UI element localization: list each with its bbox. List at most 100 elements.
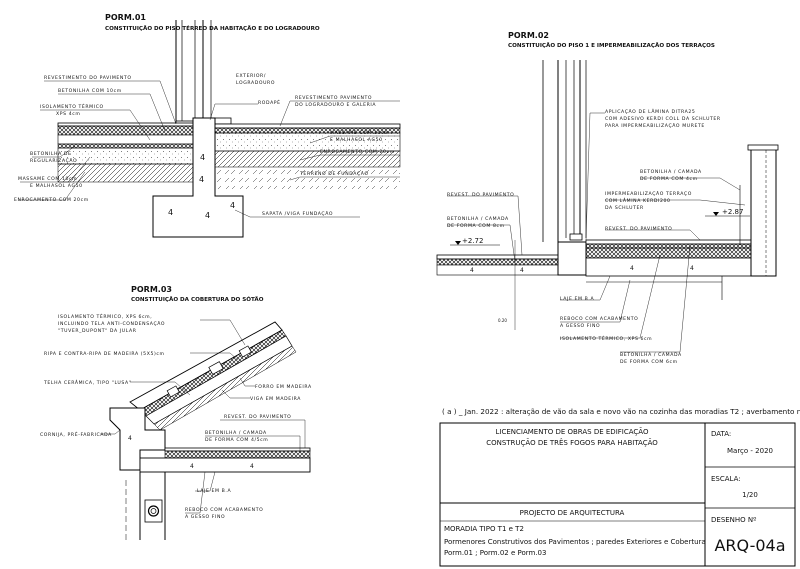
- porm02-beam: [557, 241, 587, 276]
- porm02-label: IMPERMEABILIZAÇÃO TERRAÇO: [605, 190, 692, 197]
- porm03-label: "TUVER_DUPONT" DA JULAR: [58, 328, 137, 334]
- porm02-level-right: +2.87: [722, 208, 743, 216]
- porm02-title: PORM.02: [508, 31, 549, 40]
- porm02-parapet: [739, 144, 779, 277]
- porm02-label: DE FORMA COM 6cm: [620, 359, 678, 365]
- porm02-label: ISOLAMENTO TÉRMICO, XPS 6cm: [560, 334, 652, 342]
- licensing-title: LICENCIAMENTO DE OBRAS DE EDIFICAÇÃO: [496, 427, 649, 436]
- porm02-dimension: 0.20: [498, 318, 507, 323]
- porm03-label: DE FORMA COM 4/5cm: [205, 437, 268, 443]
- porm02-interior-slab: 4 4: [436, 254, 561, 276]
- porm01-exterior-label-1: EXTERIOR/: [236, 73, 266, 79]
- porm03-label: VIGA EM MADEIRA: [250, 396, 301, 402]
- porm01-interior-floor: [57, 122, 204, 183]
- porm01-label: REVESTIMENTO PAVIMENTO: [295, 95, 372, 101]
- porm01-wall: [175, 20, 212, 126]
- porm03-cornice: 4: [109, 407, 166, 471]
- porm02-label: REBOCO COM ACABAMENTO: [560, 316, 638, 322]
- svg-text:4: 4: [200, 153, 205, 162]
- porm03-label: ISOLAMENTO TÉRMICO, XPS 6cm,: [58, 312, 152, 320]
- porm01-label: RODAPÉ: [258, 98, 281, 106]
- porm02-level-markers: +2.87 +2.72 0.20: [450, 208, 750, 330]
- porm02-label: COM LÂMINA KERDI200: [605, 197, 671, 204]
- project-label: PROJECTO DE ARQUITECTURA: [520, 509, 625, 517]
- porm03-wall: [125, 472, 166, 540]
- porm01-detail: PORM.01 CONSTITUIÇÃO DO PISO TÉRREO DA H…: [14, 13, 401, 238]
- porm01-label: BETONILHA DE: [30, 151, 72, 157]
- svg-text:4: 4: [250, 463, 254, 470]
- porm03-label: BETONILHA / CAMADA: [205, 430, 267, 436]
- porm03-label: CORNIJA, PRÉ-FABRICADA: [40, 430, 112, 438]
- porm03-label: LAJE EM B.A: [197, 488, 231, 494]
- porm03-slab: 4 4: [139, 447, 311, 473]
- porm02-label: A GESSO FINO: [560, 323, 600, 329]
- porm01-label: MASSAME COM 10cm: [330, 130, 389, 136]
- porm01-label: XPS 4cm: [56, 111, 80, 117]
- porm02-label: REVEST. DO PAVIMENTO: [605, 226, 672, 232]
- drawing-label: DESENHO Nº: [711, 516, 756, 524]
- porm03-label: TELHA CERÂMICA, TIPO "LUSA": [43, 379, 131, 386]
- porm01-leaders: [18, 80, 400, 218]
- porm01-foundation: 4 4 4 4 4: [152, 117, 244, 238]
- porm01-label: E MALHASOL AG50: [30, 183, 83, 189]
- porm03-label: A GESSO FINO: [185, 514, 225, 520]
- porm03-roof: [129, 321, 297, 431]
- svg-text:4: 4: [470, 267, 474, 274]
- svg-text:4: 4: [690, 265, 694, 272]
- date-label: DATA:: [711, 430, 731, 438]
- porm03-subtitle: CONSTITUIÇÃO DA COBERTURA DO SÓTÃO: [131, 296, 264, 303]
- porm03-label: FORRO EM MADEIRA: [255, 384, 312, 390]
- svg-text:4: 4: [230, 201, 235, 210]
- porm01-subtitle: CONSTITUIÇÃO DO PISO TÉRREO DA HABITAÇÃO…: [105, 24, 320, 32]
- porm02-label: LAJE EM B.A: [560, 296, 594, 302]
- svg-text:4: 4: [205, 211, 210, 220]
- scale-label: ESCALA:: [711, 475, 741, 483]
- description-line-1: Pormenores Construtivos dos Pavimentos ;…: [444, 538, 706, 546]
- porm02-detail: PORM.02 CONSTITUIÇÃO DO PISO 1 E IMPERME…: [436, 31, 779, 365]
- porm02-level-left: +2.72: [462, 237, 483, 245]
- porm01-label: ENROCAMENTO COM 20cm: [320, 149, 395, 155]
- porm01-label: REVESTIMENTO DO PAVIMENTO: [44, 75, 132, 81]
- porm02-label: REVEST. DO PAVIMENTO: [447, 192, 514, 198]
- porm01-label: ENROCAMENTO COM 20cm: [14, 197, 89, 203]
- porm03-title: PORM.03: [131, 285, 172, 294]
- porm01-title: PORM.01: [105, 13, 146, 22]
- porm02-label: DE FORMA COM 8cm: [447, 223, 505, 229]
- date-value: Março - 2020: [727, 447, 773, 455]
- svg-text:4: 4: [168, 208, 173, 217]
- svg-text:4: 4: [128, 435, 132, 442]
- porm01-exterior-label-2: LOGRADOURO: [236, 80, 275, 86]
- porm01-label: TERRENO DE FUNDAÇÃO: [299, 170, 369, 177]
- porm03-label: INCLUINDO TELA ANTI-CONDENSAÇÃO: [58, 320, 165, 327]
- porm02-label: BETONILHA / CAMADA: [640, 169, 702, 175]
- svg-text:4: 4: [190, 463, 194, 470]
- porm02-leaders: [447, 112, 746, 353]
- svg-text:4: 4: [520, 267, 524, 274]
- porm02-label: PARA IMPERMEABILIZAÇÃO MURETE: [605, 122, 705, 129]
- scale-value: 1/20: [742, 491, 758, 499]
- porm01-label: ISOLAMENTO TÉRMICO: [40, 102, 104, 110]
- porm02-label: APLICAÇÃO DE LÂMINA DITRA25: [605, 108, 695, 115]
- porm02-terrace-slab: 4 4: [585, 239, 752, 300]
- svg-text:4: 4: [630, 265, 634, 272]
- porm01-label: MASSAME COM 10cm: [18, 176, 77, 182]
- porm03-label: RIPA E CONTRA-RIPA DE MADEIRA (5X5)cm: [44, 351, 165, 357]
- porm03-label: REVEST. DO PAVIMENTO: [224, 414, 291, 420]
- porm01-label: DO LOGRADOURO E GALERIA: [295, 102, 376, 108]
- porm02-label: COM ADESIVO KERDI COLL DA SCHLUTER: [605, 116, 721, 122]
- porm02-subtitle: CONSTITUIÇÃO DO PISO 1 E IMPERMEABILIZAÇ…: [508, 42, 715, 49]
- svg-text:4: 4: [199, 175, 204, 184]
- porm01-label: REGULARIZAÇÃO: [30, 157, 77, 164]
- description-line-2: Porm.01 ; Porm.02 e Porm.03: [444, 549, 546, 557]
- licensing-subtitle: CONSTRUÇÃO DE TRÊS FOGOS PARA HABITAÇÃO: [486, 438, 658, 447]
- porm01-label: E MALHASOL AG50: [330, 137, 383, 143]
- porm02-window: [542, 60, 587, 242]
- title-block: LICENCIAMENTO DE OBRAS DE EDIFICAÇÃO CON…: [439, 422, 796, 567]
- porm02-label: DE FORMA COM 4cm: [640, 176, 698, 182]
- revision-note: ( a ) _ Jan. 2022 : alteração de vão da …: [442, 407, 800, 416]
- porm02-label: DA SCHLUTER: [605, 205, 644, 211]
- porm02-label: BETONILHA / CAMADA: [447, 216, 509, 222]
- porm03-leaders: [100, 319, 306, 514]
